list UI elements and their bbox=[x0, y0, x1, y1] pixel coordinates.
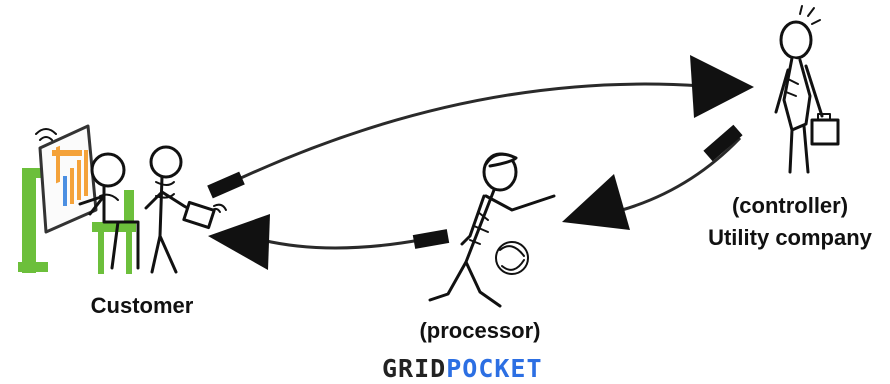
controller-role: (controller) bbox=[731, 193, 849, 218]
arc-processor-to-customer bbox=[261, 238, 421, 250]
desk-leg bbox=[22, 175, 36, 273]
arrow-tail-processor bbox=[412, 229, 450, 249]
arc-customer-to-controller bbox=[227, 82, 703, 186]
arrowhead-to-processor bbox=[562, 174, 630, 230]
processor-figure bbox=[428, 152, 556, 308]
flow-customer-to-controller bbox=[207, 55, 754, 199]
arrowhead-to-controller bbox=[690, 55, 754, 118]
processor-label: (processor) bbox=[419, 318, 541, 343]
wifi-icon bbox=[35, 128, 57, 141]
logo-part-pocket: POCKET bbox=[446, 354, 543, 383]
chair bbox=[92, 222, 136, 232]
gridpocket-logo: GRIDPOCKET bbox=[382, 354, 543, 383]
controller-name: Utility company bbox=[708, 225, 872, 250]
arrow-tail-controller bbox=[703, 124, 743, 162]
customer-figure bbox=[18, 124, 227, 274]
logo-part-grid: GRID bbox=[382, 354, 447, 383]
arrow-tail-customer bbox=[207, 171, 245, 199]
monitor bbox=[38, 124, 98, 234]
arrowhead-to-customer bbox=[208, 214, 270, 270]
customer-label: Customer bbox=[90, 293, 194, 318]
flow-controller-to-processor bbox=[562, 124, 743, 230]
tablet bbox=[182, 200, 216, 230]
flow-processor-to-customer bbox=[208, 214, 450, 270]
briefcase bbox=[810, 118, 840, 146]
controller-figure bbox=[774, 5, 840, 174]
controller-label: (controller) Utility company bbox=[700, 190, 880, 254]
arc-controller-to-processor bbox=[621, 136, 742, 212]
